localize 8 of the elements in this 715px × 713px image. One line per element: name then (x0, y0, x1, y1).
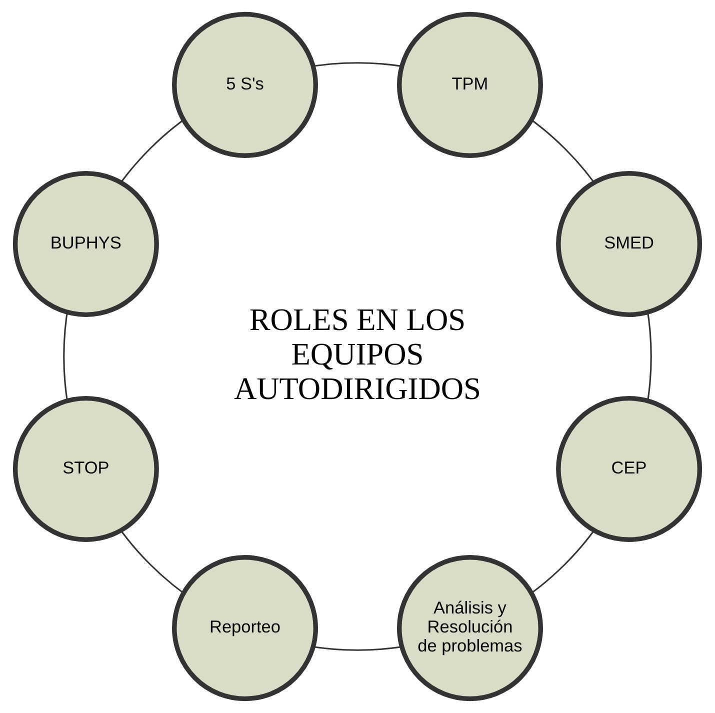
node-circle: SMED (556, 171, 702, 318)
node-circle: Reporteo (172, 555, 318, 702)
node-circle: 5 S's (172, 12, 318, 158)
node-circle: TPM (396, 12, 543, 158)
node-circle: CEP (556, 396, 702, 542)
node-circle: STOP (12, 396, 159, 542)
node-circle: BUPHYS (12, 171, 159, 318)
node-circle: Análisis y Resolución de problemas (396, 555, 543, 702)
